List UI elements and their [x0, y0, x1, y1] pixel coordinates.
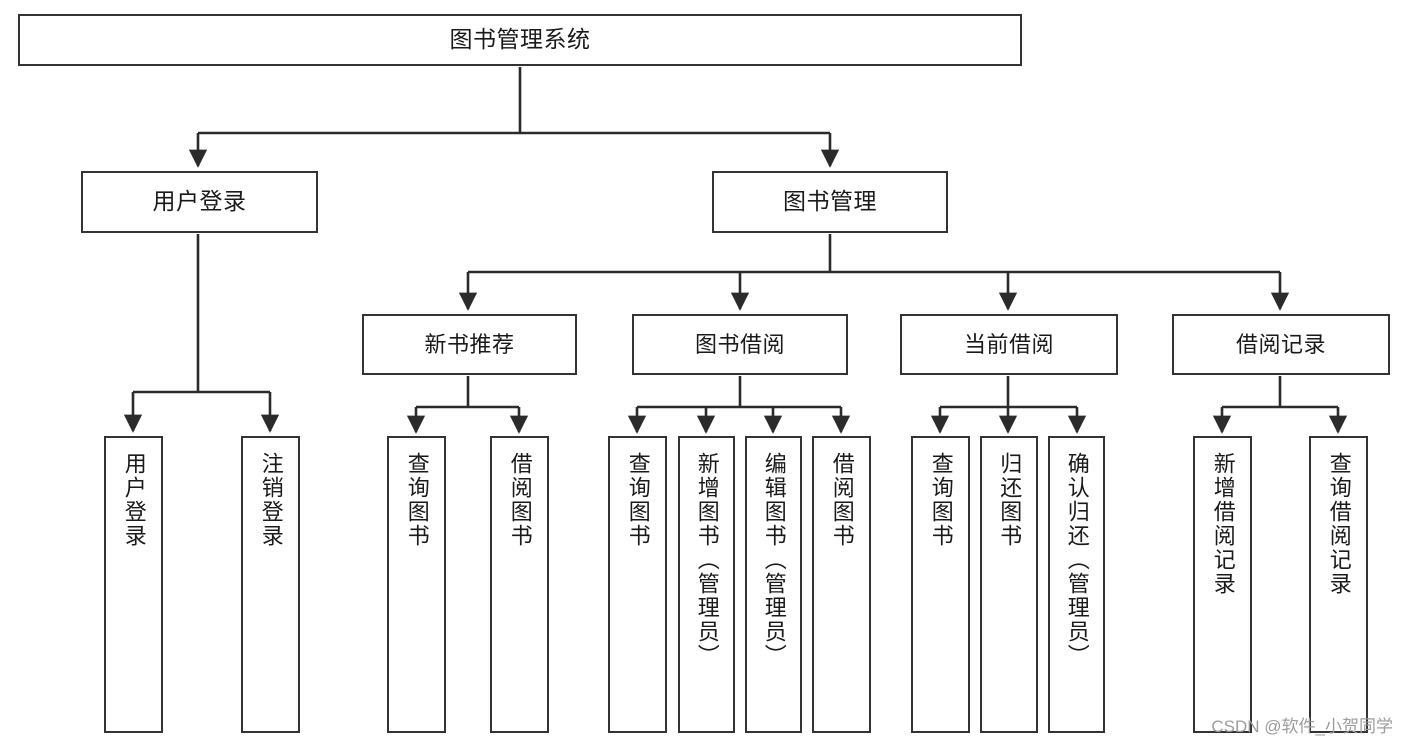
node-current-borrow-label: 当前借阅	[963, 331, 1054, 357]
node-borrow-record-label: 借阅记录	[1235, 331, 1326, 357]
node-book-borrow-label: 图书借阅	[694, 331, 785, 357]
node-user-login[interactable]: 用户登录	[81, 171, 318, 233]
leaf-edit-book[interactable]: 编辑图书（管理员）	[745, 436, 802, 733]
leaf-confirm-return[interactable]: 确认归还（管理员）	[1048, 436, 1105, 733]
node-root[interactable]: 图书管理系统	[18, 14, 1022, 66]
node-root-label: 图书管理系统	[449, 26, 591, 53]
leaf-edit-book-label: 编辑图书（管理员）	[761, 452, 787, 668]
leaf-add-record[interactable]: 新增借阅记录	[1193, 436, 1252, 733]
leaf-logout-login-label: 注销登录	[258, 452, 284, 548]
leaf-query-book-2[interactable]: 查询图书	[608, 436, 667, 733]
leaf-add-book-label: 新增图书（管理员）	[694, 452, 720, 668]
leaf-query-record[interactable]: 查询借阅记录	[1309, 436, 1368, 733]
leaf-borrow-book-1[interactable]: 借阅图书	[490, 436, 549, 733]
leaf-borrow-book-1-label: 借阅图书	[507, 452, 533, 548]
leaf-logout-login[interactable]: 注销登录	[241, 436, 300, 733]
leaf-query-book-3-label: 查询图书	[928, 452, 954, 548]
leaf-add-record-label: 新增借阅记录	[1210, 452, 1236, 596]
node-book-manage-label: 图书管理	[783, 188, 877, 215]
leaf-query-book-1[interactable]: 查询图书	[387, 436, 446, 733]
leaf-query-record-label: 查询借阅记录	[1326, 452, 1352, 596]
node-user-login-label: 用户登录	[152, 188, 247, 215]
leaf-return-book-label: 归还图书	[997, 452, 1023, 548]
node-new-book-rec-label: 新书推荐	[424, 331, 515, 357]
leaf-borrow-book-2-label: 借阅图书	[829, 452, 855, 548]
leaf-query-book-1-label: 查询图书	[404, 452, 430, 548]
leaf-user-login[interactable]: 用户登录	[104, 436, 163, 733]
node-borrow-record[interactable]: 借阅记录	[1172, 314, 1390, 375]
leaf-query-book-3[interactable]: 查询图书	[911, 436, 970, 733]
node-new-book-rec[interactable]: 新书推荐	[362, 314, 577, 375]
csdn-watermark: CSDN @软件_小贺同学	[1211, 717, 1393, 736]
node-current-borrow[interactable]: 当前借阅	[900, 314, 1118, 375]
leaf-confirm-return-label: 确认归还（管理员）	[1064, 452, 1090, 668]
leaf-query-book-2-label: 查询图书	[625, 452, 651, 548]
leaf-borrow-book-2[interactable]: 借阅图书	[812, 436, 871, 733]
leaf-return-book[interactable]: 归还图书	[980, 436, 1038, 733]
node-book-borrow[interactable]: 图书借阅	[632, 314, 848, 375]
node-book-manage[interactable]: 图书管理	[712, 171, 948, 233]
leaf-user-login-label: 用户登录	[121, 452, 147, 548]
leaf-add-book[interactable]: 新增图书（管理员）	[678, 436, 735, 733]
